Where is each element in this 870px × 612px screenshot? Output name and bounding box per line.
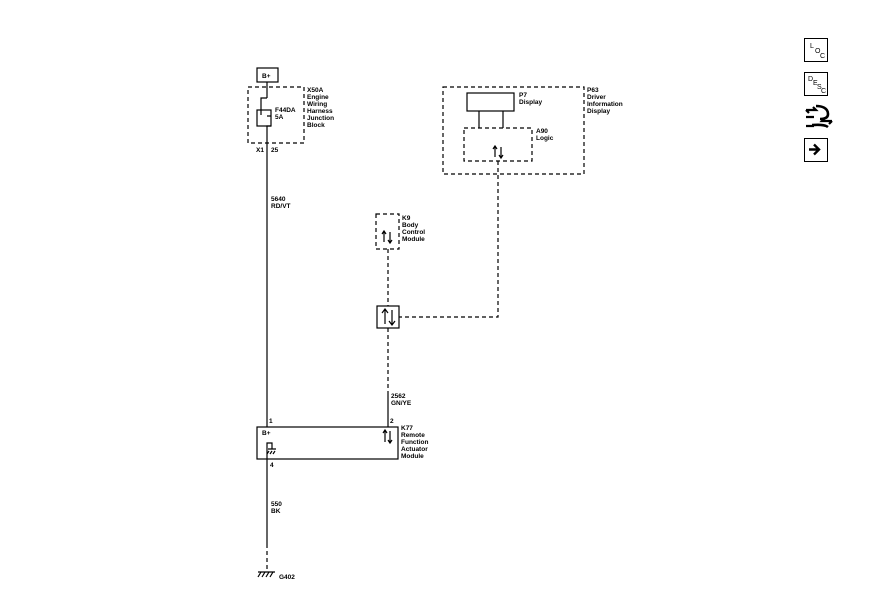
dic-id: P63 [587,87,599,94]
ground-wire-color: BK [271,508,281,515]
description-letter-1: D [808,76,814,83]
bidirectional-arrows-icon [381,229,393,245]
description-letter-2: E [813,80,818,87]
rfa-pin-ground: 4 [270,462,274,469]
junction-block: F44DA 5A X50A Engine Wiring Harness Junc… [247,86,334,154]
junction-block-name-3: Harness [307,108,333,115]
junction-block-name-2: Wiring [307,101,327,108]
location-letter-3: C [820,53,826,60]
rfa-name-4: Module [401,453,424,460]
rfa-name-3: Actuator [401,446,428,453]
junction-block-name-4: Junction [307,115,334,122]
dic-name-1: Driver [587,94,606,101]
supply-wire-color: RD/VT [271,203,291,210]
body-control-module: K9 Body Control Module [375,213,425,250]
bidirectional-arrows-icon [492,144,504,160]
bcm-name-2: Control [402,229,425,236]
fuse-icon [256,87,272,143]
remote-function-actuator-module: 1 2 B+ K77 Remote Function Actuator Modu… [256,418,428,469]
ground-id: G402 [279,574,295,581]
connector-schematic-button[interactable] [804,102,833,129]
location-letter-1: L [810,43,814,50]
battery-supply-label: B+ [262,73,271,80]
junction-block-name-5: Block [307,122,325,129]
next-page-button[interactable] [804,138,828,162]
rfa-pin-power: 1 [269,418,273,425]
junction-block-name-1: Engine [307,94,329,101]
arrow-right-icon [809,143,821,156]
ground-wire-circuit: 550 [271,501,282,508]
location-letter-2: O [815,48,821,55]
chassis-ground-icon [257,571,275,578]
bcm-id: K9 [402,215,411,222]
data-wire-circuit: 2562 [391,393,406,400]
junction-connector-id: X1 [256,147,264,154]
rfa-id: K77 [401,425,413,432]
location-button[interactable]: L O C [804,38,828,62]
rfa-supply-label: B+ [262,430,271,437]
rfa-name-1: Remote [401,432,425,439]
display-label: Display [519,99,543,106]
battery-supply: B+ [256,67,279,83]
serial-data-splice [376,305,400,329]
bcm-name-3: Module [402,236,425,243]
logic-label: Logic [536,135,554,142]
logic-id: A90 [536,128,548,135]
description-button[interactable]: D E S C [804,72,828,96]
rfa-name-2: Function [401,439,428,446]
display-data-link [399,161,499,318]
dic-name-2: Information [587,101,623,108]
fuse-id: F44DA [275,107,296,114]
bidirectional-arrows-icon [382,428,393,445]
ground-symbol-icon [266,442,276,459]
bcm-name-1: Body [402,222,419,229]
fuse-rating: 5A [275,114,284,121]
supply-wire-circuit: 5640 [271,196,286,203]
description-letter-4: C [821,88,827,95]
junction-block-id: X50A [307,87,324,94]
data-wire-color: GN/YE [391,400,412,407]
connector-plug-icon [805,104,833,129]
junction-pin: 25 [271,147,279,154]
bidirectional-arrows-icon [381,308,396,326]
driver-information-display: P7 Display A90 Logic P63 Driver Informat… [442,86,623,175]
rfa-pin-data: 2 [390,418,394,425]
display-id: P7 [519,92,527,99]
description-letter-3: S [817,84,822,91]
dic-name-3: Display [587,108,611,115]
